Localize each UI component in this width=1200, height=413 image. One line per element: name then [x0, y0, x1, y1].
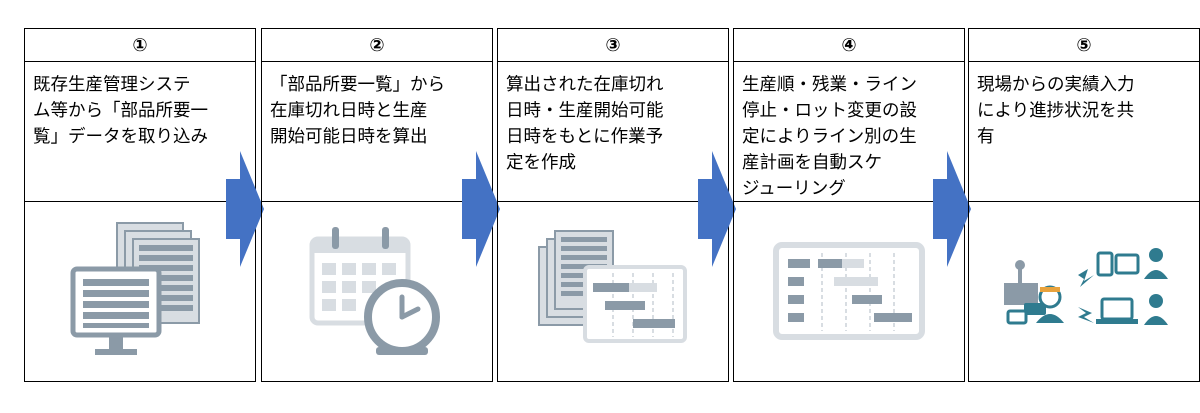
step-number: ① — [25, 29, 255, 62]
step-4: ④ 生産順・残業・ライン 停止・ロット変更の設 定によりライン別の生 産計画を自… — [733, 28, 965, 382]
step-illustration — [25, 202, 255, 382]
step-2: ② 「部品所要一覧」から 在庫切れ日時と生産 開始可能日時を算出 — [261, 28, 493, 382]
arrow-right-icon — [933, 151, 971, 267]
step-1: ① 既存生産管理システ ム等から「部品所要一 覧」データを取り込み — [24, 28, 256, 382]
gantt-chart-icon — [773, 242, 925, 340]
step-number: ⑤ — [969, 29, 1199, 62]
step-number: ② — [262, 29, 492, 62]
arrow-right-icon — [698, 151, 736, 267]
calendar-clock-icon — [309, 227, 440, 355]
step-5: ⑤ 現場からの実績入力 により進捗状況を共 有 — [968, 28, 1200, 382]
arrow-right-icon — [226, 151, 264, 267]
step-description: 「部品所要一覧」から 在庫切れ日時と生産 開始可能日時を算出 — [262, 62, 492, 202]
step-description: 現場からの実績入力 により進捗状況を共 有 — [969, 62, 1199, 202]
arrow-right-icon — [462, 151, 500, 267]
devices-users-icon — [1004, 248, 1168, 325]
step-illustration — [734, 202, 964, 382]
computer-spreadsheet-icon — [70, 222, 200, 355]
step-description: 算出された在庫切れ 日時・生産開始可能 日時をもとに作業予 定を作成 — [498, 62, 728, 202]
step-description: 生産順・残業・ライン 停止・ロット変更の設 定によりライン別の生 産計画を自動ス… — [734, 62, 964, 202]
step-number: ④ — [734, 29, 964, 62]
step-3: ③ 算出された在庫切れ 日時・生産開始可能 日時をもとに作業予 定を作成 — [497, 28, 729, 382]
schedule-documents-icon — [538, 230, 687, 343]
step-number: ③ — [498, 29, 728, 62]
step-illustration — [969, 202, 1199, 382]
step-description: 既存生産管理システ ム等から「部品所要一 覧」データを取り込み — [25, 62, 255, 202]
step-illustration — [262, 202, 492, 382]
step-illustration — [498, 202, 728, 382]
